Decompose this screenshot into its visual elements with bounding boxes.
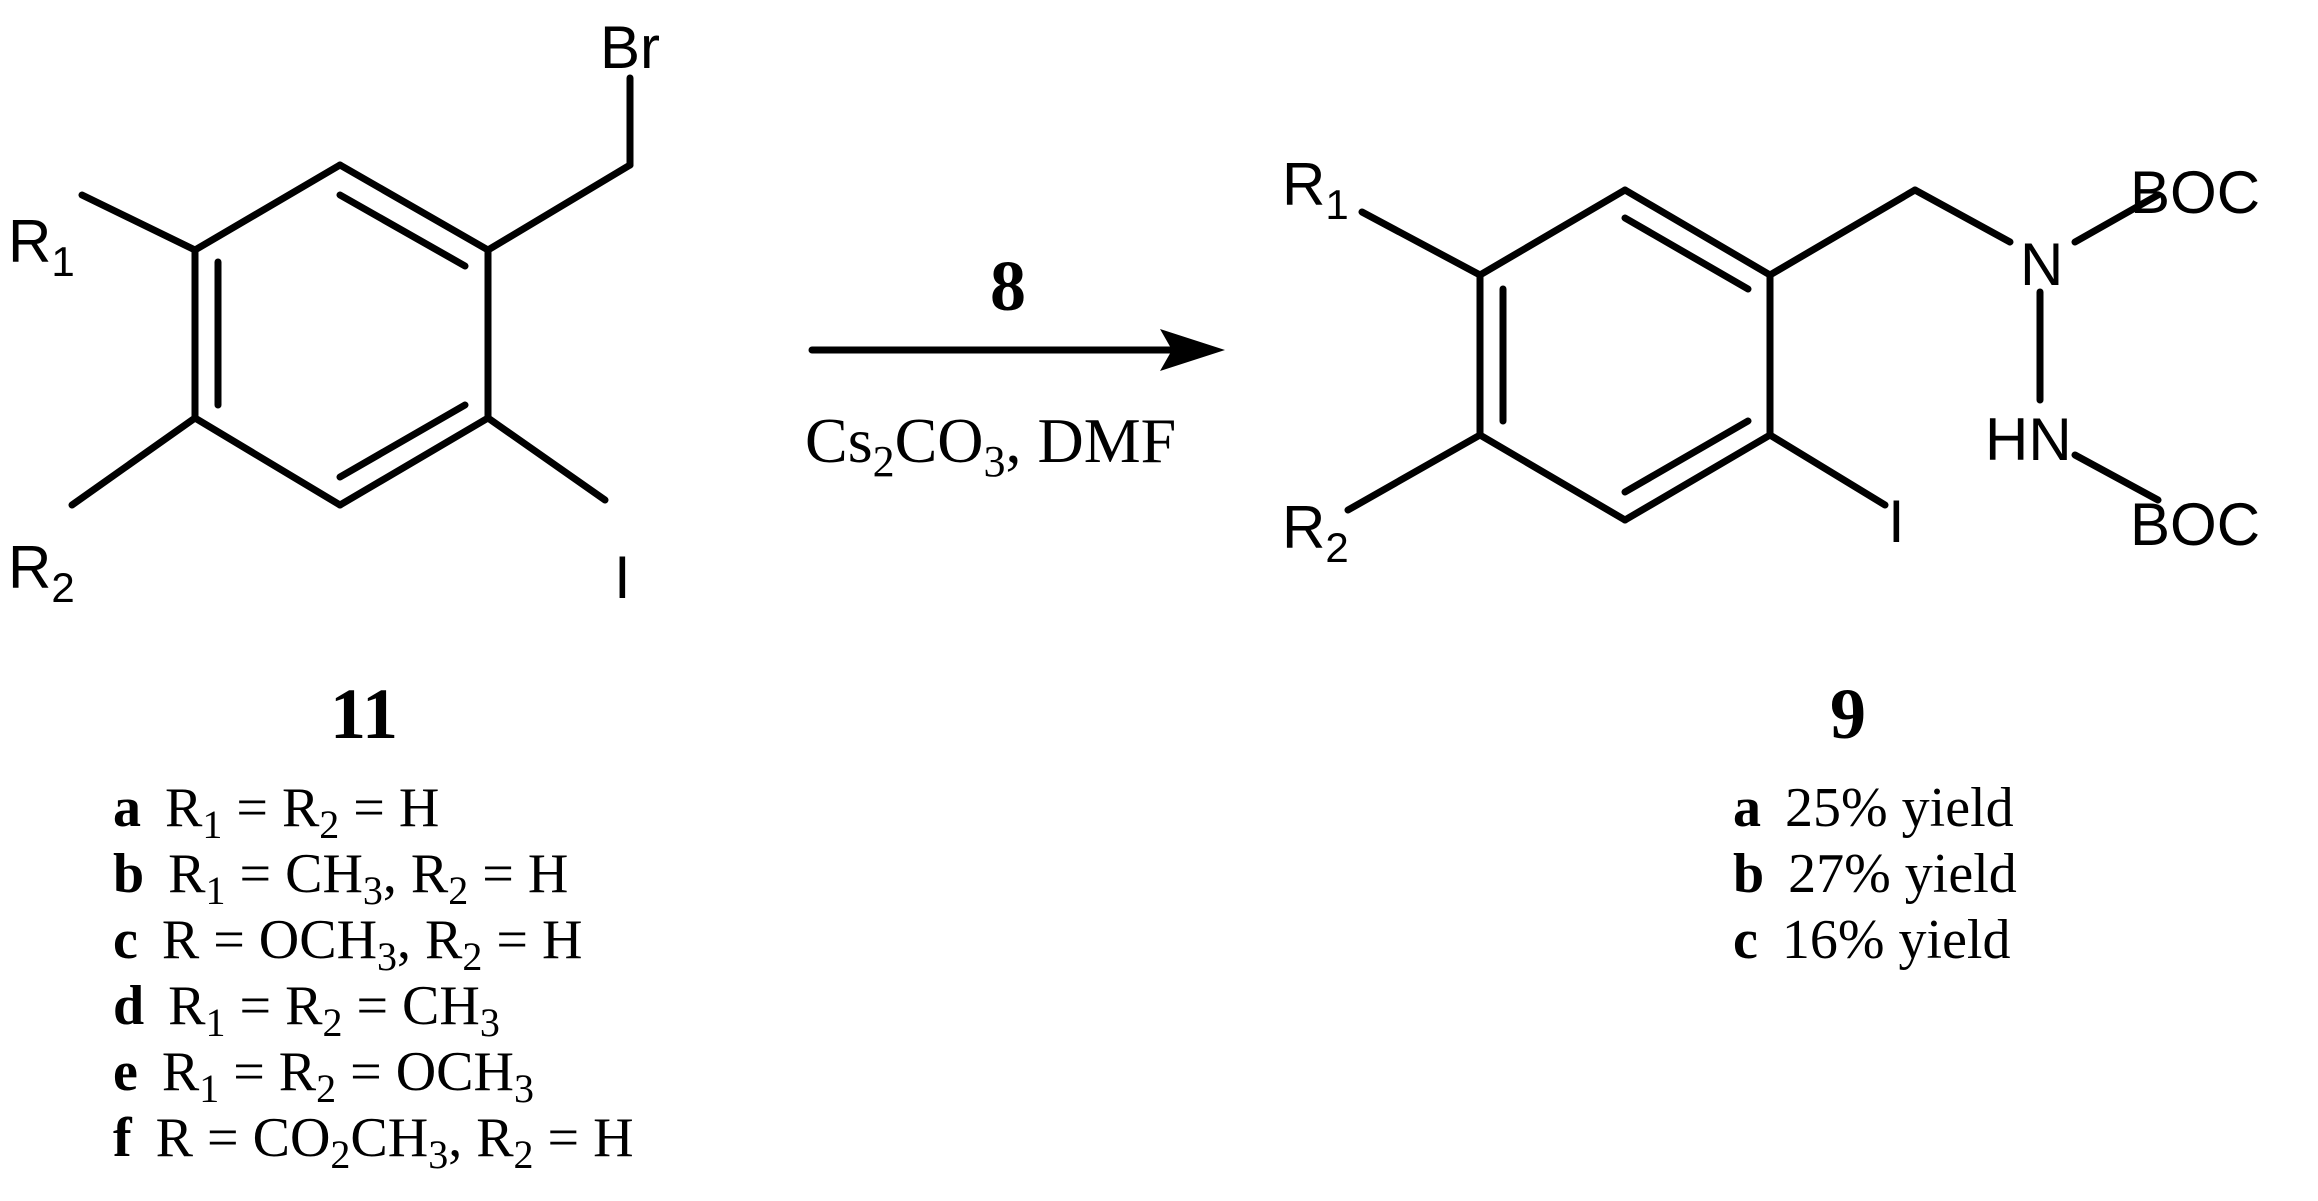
double-bond-inner: [1621, 417, 1752, 496]
bond: [1621, 431, 1774, 524]
bond: [1476, 186, 1629, 279]
bond: [1621, 186, 1774, 279]
bond: [2071, 191, 2162, 246]
bond: [78, 191, 199, 254]
substituent-r1: R1: [8, 208, 75, 285]
bond: [191, 414, 344, 509]
substituent-r1: R1: [1282, 151, 1349, 228]
atom-i: I: [1888, 488, 1905, 555]
bond: [1344, 431, 1484, 514]
substituent-r2: R2: [8, 534, 75, 611]
reactant-number: 11: [330, 674, 398, 754]
bond: [484, 414, 609, 504]
bond: [1358, 208, 1484, 279]
bond: [1911, 186, 2014, 246]
bond: [336, 161, 492, 254]
product-structure: [1344, 186, 2162, 524]
bond: [484, 161, 634, 254]
atom-br: Br: [600, 14, 660, 81]
double-bond-inner: [1621, 214, 1752, 293]
reagent-number: 8: [990, 246, 1026, 326]
double-bond-inner: [336, 401, 469, 481]
atom-n: N: [2020, 231, 2063, 298]
bond: [336, 414, 492, 509]
bond: [68, 414, 199, 509]
bond: [191, 161, 344, 254]
bond: [1476, 431, 1629, 524]
double-bond-inner: [336, 191, 469, 270]
bond: [2071, 451, 2162, 504]
atom-hn: HN: [1985, 406, 2072, 473]
group-boc-bottom: BOC: [2130, 491, 2260, 558]
group-boc-top: BOC: [2130, 159, 2260, 226]
arrow-head: [1160, 329, 1225, 371]
atom-i: I: [614, 544, 631, 611]
bond: [1766, 186, 1919, 279]
bond: [1766, 431, 1889, 509]
reactant-structure: [68, 74, 634, 509]
substituent-r2: R2: [1282, 494, 1349, 571]
product-number: 9: [1830, 674, 1866, 754]
reaction-conditions: Cs2CO3, DMF: [805, 405, 1176, 486]
